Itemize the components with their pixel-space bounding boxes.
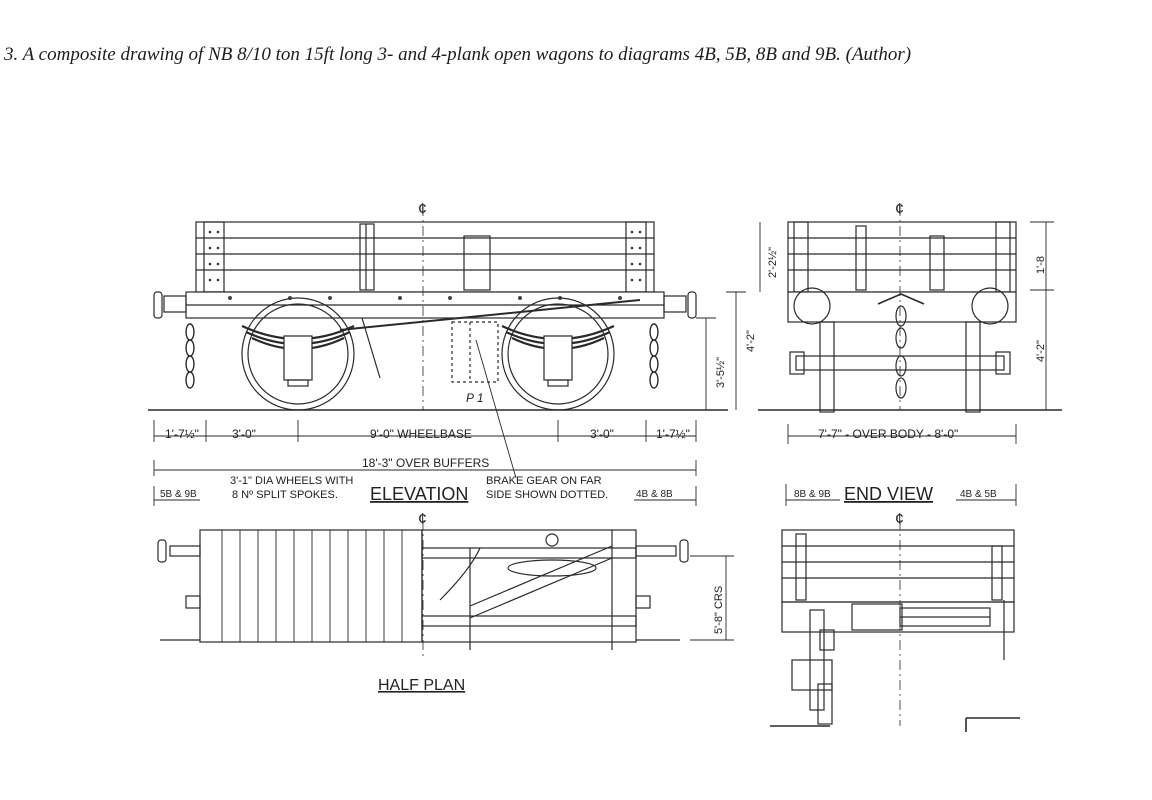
elevation-centerline-mark: ¢ xyxy=(418,201,427,218)
dim-wheelbase: 9'-0" WHEELBASE xyxy=(370,427,472,441)
end-view xyxy=(758,206,1062,506)
diagram-right-label: 4B & 8B xyxy=(636,489,673,500)
dim-end-top: 1'-8 xyxy=(1035,256,1047,274)
dim-overhang-left: 1'-7½" xyxy=(165,427,199,441)
end-section-view xyxy=(770,520,1020,732)
half-plan-title: HALF PLAN xyxy=(378,677,465,694)
note-brake-2: SIDE SHOWN DOTTED. xyxy=(486,489,608,501)
half-plan-view xyxy=(157,520,734,660)
dim-floor-height: 4'-2" xyxy=(745,330,757,352)
dim-over-body: 7'-7" - OVER BODY - 8'-0" xyxy=(818,427,958,441)
end-view-title: END VIEW xyxy=(844,484,933,504)
dim-side-height: 2'-2½" xyxy=(767,247,779,278)
handwritten-note: P 1 xyxy=(466,391,484,405)
dim-crs: 5'-8" CRS xyxy=(713,586,725,634)
diagram-left-label: 5B & 9B xyxy=(160,489,197,500)
dim-overhang-right: 1'-7½" xyxy=(656,427,690,441)
dim-buffer-height: 3'-5½" xyxy=(715,357,727,388)
note-wheels-1: 3'-1" DIA WHEELS WITH xyxy=(230,475,353,487)
elevation-view xyxy=(148,206,746,506)
dim-half-left: 3'-0" xyxy=(232,427,256,441)
elevation-title: ELEVATION xyxy=(370,484,468,504)
dim-over-buffers: 18'-3" OVER BUFFERS xyxy=(362,456,489,470)
note-brake-1: BRAKE GEAR ON FAR xyxy=(486,475,602,487)
end-diagram-right: 4B & 5B xyxy=(960,489,997,500)
end-diagram-left: 8B & 9B xyxy=(794,489,831,500)
section-centerline-mark: ¢ xyxy=(895,511,904,528)
dim-half-right: 3'-0" xyxy=(590,427,614,441)
dim-end-height: 4'-2" xyxy=(1035,340,1047,362)
note-wheels-2: 8 Nº SPLIT SPOKES. xyxy=(232,489,338,501)
plan-centerline-mark: ¢ xyxy=(418,511,427,528)
end-centerline-mark: ¢ xyxy=(895,201,904,218)
figure-caption: 3. A composite drawing of NB 8/10 ton 15… xyxy=(4,44,912,65)
